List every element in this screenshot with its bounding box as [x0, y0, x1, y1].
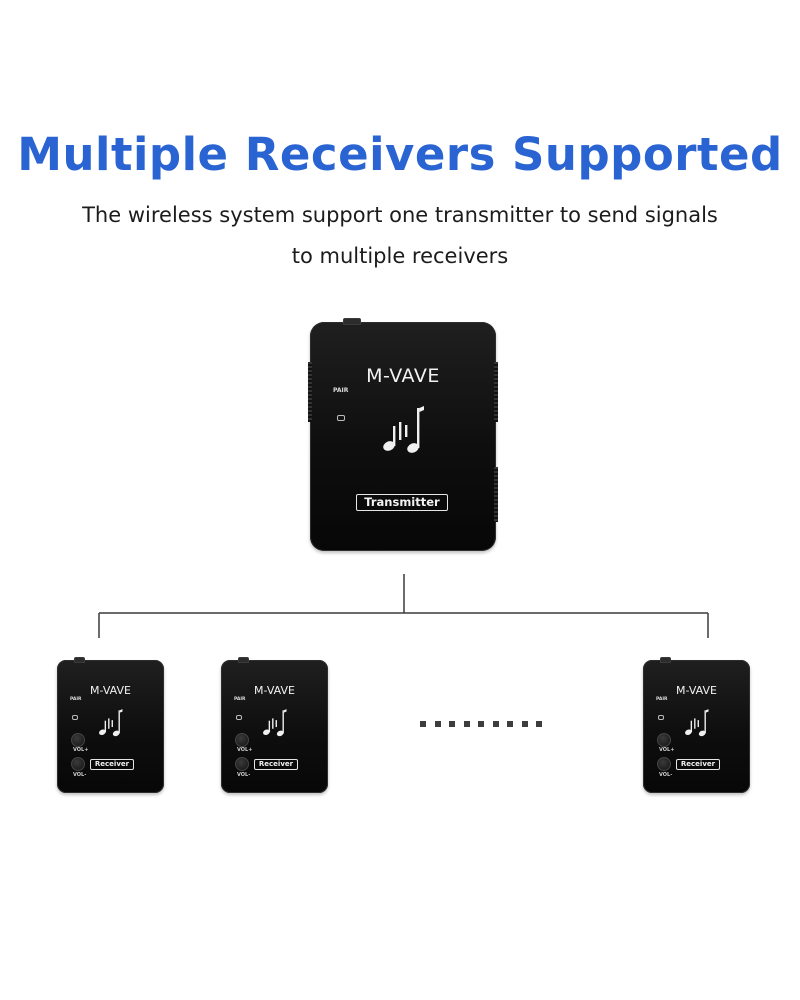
device-type-label: Transmitter — [356, 494, 448, 511]
pair-led — [72, 715, 78, 720]
volume-down-button[interactable] — [71, 757, 85, 771]
volume-down-button[interactable] — [235, 757, 249, 771]
side-grip — [494, 467, 498, 522]
receiver-device-2: M-VAVE PAIR VOL+ VOL- Receiver — [221, 657, 328, 793]
side-grip — [308, 362, 312, 422]
receiver-device-1: M-VAVE PAIR VOL+ VOL- Receiver — [57, 657, 164, 793]
device-type-label: Receiver — [676, 759, 720, 770]
device-type-label: Receiver — [90, 759, 134, 770]
volume-up-button[interactable] — [235, 733, 249, 747]
volume-up-button[interactable] — [71, 733, 85, 747]
volume-up-label: VOL+ — [73, 747, 89, 753]
headline: Multiple Receivers Supported — [17, 128, 783, 181]
ellipsis-dot — [521, 721, 528, 727]
volume-up-label: VOL+ — [659, 747, 675, 753]
ellipsis-dot — [478, 721, 484, 727]
volume-up-label: VOL+ — [237, 747, 253, 753]
volume-down-label: VOL- — [659, 772, 673, 778]
volume-down-label: VOL- — [73, 772, 87, 778]
receiver-device-3: M-VAVE PAIR VOL+ VOL- Receiver — [643, 657, 750, 793]
side-grip — [494, 362, 498, 422]
pair-label: PAIR — [656, 697, 668, 702]
pair-led — [658, 715, 664, 720]
music-note-wave-icon — [685, 709, 709, 737]
ellipsis-dot — [492, 721, 499, 727]
description-line-1: The wireless system support one transmit… — [82, 203, 718, 227]
pair-label: PAIR — [70, 697, 82, 702]
volume-up-button[interactable] — [657, 733, 671, 747]
pair-led — [236, 715, 242, 720]
music-note-wave-icon — [99, 709, 123, 737]
ellipsis-dot — [434, 721, 441, 727]
volume-down-label: VOL- — [237, 772, 251, 778]
power-switch — [74, 657, 85, 663]
ellipsis-dot — [449, 721, 455, 727]
description-line-2: to multiple receivers — [291, 244, 509, 268]
power-switch — [238, 657, 249, 663]
transmitter-device: M-VAVE PAIR Transmitter — [308, 318, 498, 551]
power-switch — [343, 318, 361, 325]
brand-logo: M-VAVE — [90, 684, 131, 697]
ellipsis-dot — [536, 721, 542, 727]
volume-down-button[interactable] — [657, 757, 671, 771]
more-receivers-ellipsis — [420, 718, 542, 730]
ellipsis-dot — [463, 721, 470, 727]
device-type-label: Receiver — [254, 759, 298, 770]
music-note-wave-icon — [263, 709, 287, 737]
brand-logo: M-VAVE — [366, 365, 440, 387]
brand-logo: M-VAVE — [254, 684, 295, 697]
ellipsis-dot — [420, 721, 426, 727]
brand-logo: M-VAVE — [676, 684, 717, 697]
pair-label: PAIR — [234, 697, 246, 702]
pair-led — [337, 415, 345, 421]
pair-label: PAIR — [333, 387, 349, 394]
power-switch — [660, 657, 671, 663]
music-note-wave-icon — [383, 406, 424, 453]
ellipsis-dot — [507, 721, 513, 727]
